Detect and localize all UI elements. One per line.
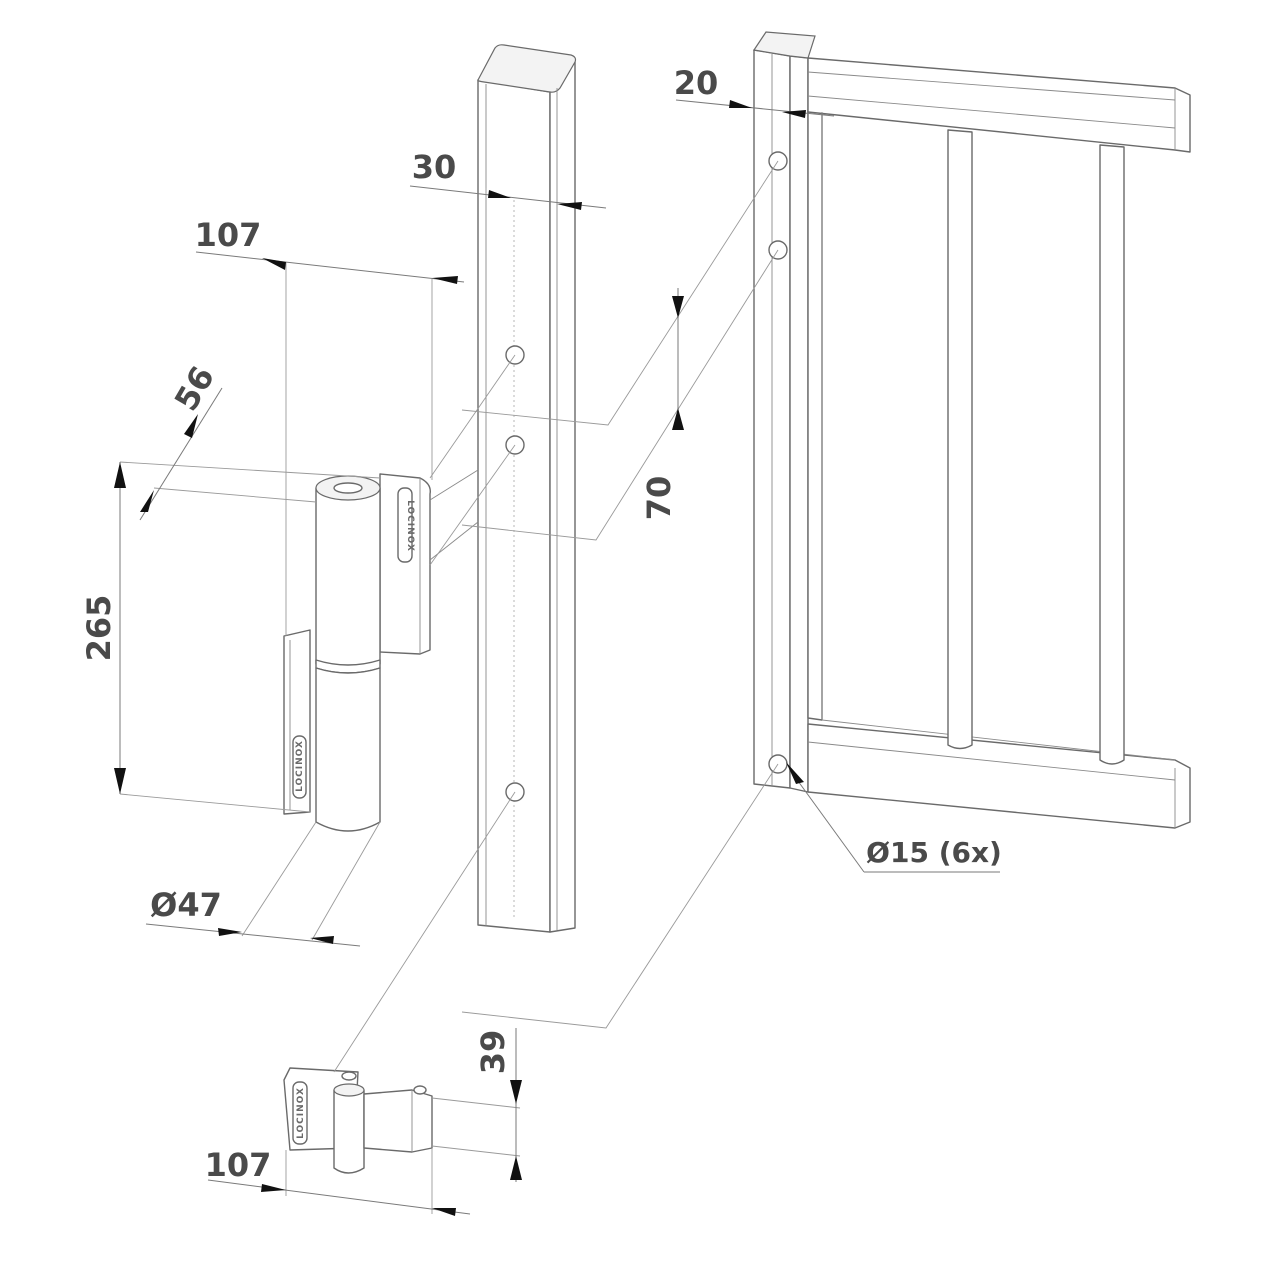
dimension-56-label: 56	[167, 360, 222, 418]
upper-hinge-brand: LOCINOX	[405, 500, 415, 552]
dimension-265: 265	[80, 462, 311, 813]
dimension-70: 70	[640, 288, 684, 520]
dimension-15: Ø15 (6x)	[786, 762, 1002, 873]
dimension-20-label: 20	[674, 64, 719, 102]
dimension-15-label: Ø15 (6x)	[866, 836, 1002, 869]
bottom-hinge-brand: LOCINOX	[296, 1087, 306, 1139]
dimension-265-label: 265	[80, 595, 118, 662]
dimension-70-label: 70	[640, 476, 678, 521]
post	[477, 44, 577, 933]
dimension-47: Ø47	[145, 821, 381, 947]
dimension-39-label: 39	[474, 1030, 512, 1075]
projection-lines	[333, 160, 779, 1073]
dimension-107-upper-label: 107	[195, 216, 262, 254]
dimension-107-lower-label: 107	[205, 1146, 272, 1184]
lower-hinge-brand: LOCINOX	[295, 740, 305, 792]
upper-hinge: LOCINOX LOCINOX	[283, 469, 479, 832]
gate-frame	[752, 31, 1191, 829]
bottom-hinge: LOCINOX	[283, 1067, 433, 1174]
dimension-107-lower: 107	[205, 1146, 471, 1216]
dimension-30-label: 30	[412, 148, 457, 186]
dimension-20: 20	[674, 64, 835, 118]
dimension-39: 39	[431, 1028, 522, 1182]
dimension-107-upper: 107	[195, 216, 465, 636]
dimension-47-label: Ø47	[150, 886, 222, 924]
dimension-30: 30	[409, 148, 607, 210]
